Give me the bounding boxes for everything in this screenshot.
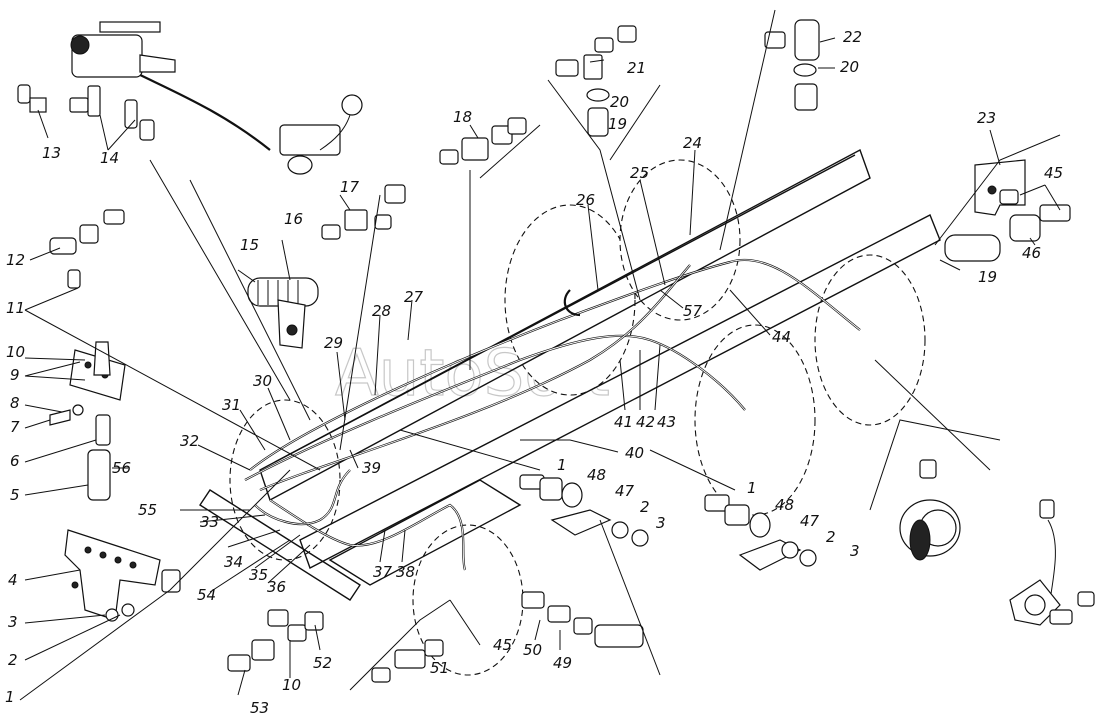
callout-37: 37 [373, 563, 393, 581]
callout-26: 26 [576, 191, 595, 209]
callout-12: 12 [6, 251, 25, 269]
callout-10-bottom: 10 [282, 676, 301, 694]
callout-45-right: 45 [1044, 164, 1063, 182]
callout-46: 46 [1022, 244, 1041, 262]
callout-38: 38 [396, 563, 415, 581]
callout-16: 16 [284, 210, 303, 228]
callout-48-mid: 48 [587, 466, 606, 484]
fittings-19-21 [555, 25, 637, 137]
wheel-rear-right-2 [814, 254, 926, 426]
callout-19-top: 19 [608, 115, 627, 133]
callout-6: 6 [10, 452, 20, 470]
callout-52: 52 [313, 654, 332, 672]
callout-30: 30 [253, 372, 272, 390]
brake-hose-15-16 [247, 277, 319, 349]
callout-2-mid: 2 [640, 498, 650, 516]
callout-47-right: 47 [800, 512, 820, 530]
pipe-clamp-group-b [704, 494, 817, 571]
callout-49: 49 [553, 654, 572, 672]
callout-34: 34 [224, 553, 243, 571]
callout-45-bottom: 45 [493, 636, 512, 654]
callout-44: 44 [772, 328, 791, 346]
callout-50: 50 [523, 641, 542, 659]
callout-40: 40 [625, 444, 644, 462]
bracket-4 [64, 529, 181, 622]
callout-31: 31 [222, 396, 241, 414]
callout-2-right: 2 [826, 528, 836, 546]
callout-39: 39 [362, 459, 381, 477]
callout-48-right: 48 [775, 496, 794, 514]
callout-22: 22 [843, 28, 862, 46]
callout-1-mid: 1 [557, 456, 567, 474]
callout-14: 14 [100, 149, 119, 167]
callout-29: 29 [324, 334, 343, 352]
fittings-20-22 [764, 19, 820, 111]
fittings-12 [49, 209, 125, 289]
chassis-frame [199, 149, 941, 601]
callout-54: 54 [197, 586, 216, 604]
callout-27: 27 [404, 288, 424, 306]
callout-13: 13 [42, 144, 61, 162]
callout-21: 21 [627, 59, 646, 77]
fittings-23-46 [944, 159, 1071, 262]
callout-10: 10 [6, 343, 25, 361]
pipe-clamp-group-a [519, 474, 649, 547]
leader-lines [19, 9, 1061, 701]
callout-57: 57 [683, 302, 703, 320]
callout-3: 3 [8, 613, 18, 631]
wheel-hub-detail [899, 459, 961, 561]
callout-23: 23 [977, 109, 996, 127]
callout-3-mid: 3 [656, 514, 666, 532]
callout-1: 1 [5, 688, 15, 706]
callout-55: 55 [138, 501, 157, 519]
callout-42: 42 [636, 413, 655, 431]
callout-25: 25 [630, 164, 649, 182]
callout-32: 32 [180, 432, 199, 450]
callout-9: 9 [10, 366, 20, 384]
callout-2: 2 [8, 651, 18, 669]
air-valve-assembly [70, 21, 363, 175]
callout-33: 33 [200, 513, 219, 531]
hose-flange-detail [1009, 499, 1095, 626]
callout-56: 56 [112, 459, 131, 477]
callout-47-mid: 47 [615, 482, 635, 500]
fittings-17 [321, 184, 406, 240]
callout-3-right: 3 [850, 542, 860, 560]
fittings-45-51 [371, 591, 644, 683]
callout-20-right: 20 [840, 58, 859, 76]
callout-15: 15 [240, 236, 259, 254]
callout-11: 11 [6, 299, 25, 317]
callout-43: 43 [657, 413, 676, 431]
callout-41: 41 [614, 413, 633, 431]
callout-1-right: 1 [747, 479, 757, 497]
fittings-52-53 [227, 609, 324, 672]
callout-7: 7 [10, 418, 20, 436]
wheel-rear-left-1 [504, 204, 636, 396]
fittings-13-14 [17, 84, 155, 141]
fittings-18 [439, 117, 527, 165]
callout-35: 35 [249, 566, 268, 584]
callout-51: 51 [430, 659, 449, 677]
callout-36: 36 [267, 578, 286, 596]
bracket-9-10 [49, 341, 126, 501]
callout-20-top: 20 [610, 93, 629, 111]
callout-18: 18 [453, 108, 472, 126]
callout-8: 8 [10, 394, 20, 412]
callout-labels: 1 2 3 4 5 6 7 8 9 10 11 12 13 14 15 16 1… [5, 28, 1063, 717]
wheel-rear-left-2 [619, 159, 741, 321]
callout-28: 28 [372, 302, 391, 320]
callout-4: 4 [8, 571, 18, 589]
callout-17: 17 [340, 178, 360, 196]
callout-19-right: 19 [978, 268, 997, 286]
callout-5: 5 [10, 486, 20, 504]
callout-24: 24 [683, 134, 702, 152]
callout-53: 53 [250, 699, 269, 717]
